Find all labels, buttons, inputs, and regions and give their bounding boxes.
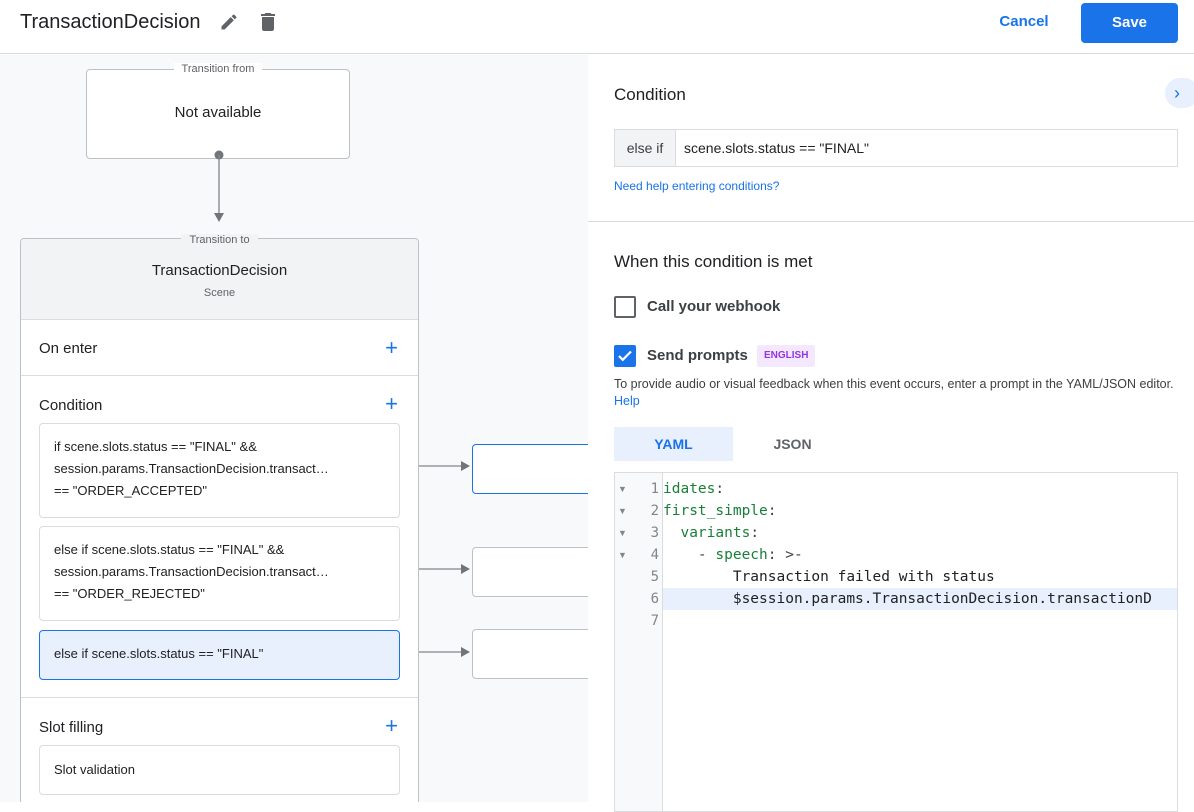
code-punct: : (767, 503, 777, 519)
transition-from-legend: Transition from (173, 63, 263, 75)
help-link[interactable]: Need help entering conditions? (614, 179, 780, 193)
code-key: first_simple (663, 503, 768, 519)
condition-card-selected[interactable]: else if scene.slots.status == "FINAL" (39, 630, 400, 680)
webhook-label: Call your webhook (647, 298, 781, 315)
edit-icon[interactable] (219, 12, 239, 32)
condition-panel: › Condition else if scene.slots.status =… (588, 55, 1194, 812)
webhook-checkbox[interactable] (614, 296, 636, 318)
condition-title: Condition (614, 85, 686, 104)
add-slot-icon[interactable]: + (385, 713, 398, 738)
code-key: variants (680, 525, 751, 541)
line-number: 5 (650, 569, 659, 585)
transition-from-value: Not available (174, 104, 262, 121)
transition-from-box: Transition from Not available (86, 63, 350, 159)
fold-arrow-icon[interactable]: ▼ (618, 528, 627, 538)
condition-text: session.params.TransactionDecision.trans… (54, 564, 329, 579)
add-on-enter-icon[interactable]: + (385, 335, 398, 360)
header: TransactionDecision Cancel Save (0, 0, 1194, 54)
line-number: 6 (650, 591, 659, 607)
condition-text: == "ORDER_ACCEPTED" (54, 483, 207, 498)
help-link-inline[interactable]: Help (614, 394, 640, 408)
delete-icon[interactable] (256, 10, 280, 34)
condition-section: Condition + if scene.slots.status == "FI… (21, 376, 418, 698)
code-punct: : (715, 481, 725, 497)
description: To provide audio or visual feedback when… (614, 376, 1174, 410)
line-number: 2 (650, 503, 659, 519)
transition-target-1[interactable] (472, 444, 588, 494)
condition-label: Condition (39, 397, 103, 414)
transition-target-2[interactable] (472, 547, 588, 597)
tab-yaml[interactable]: YAML (614, 427, 733, 461)
active-line-highlight (663, 588, 1177, 610)
flow-canvas: Transition from Not available Transition… (0, 55, 588, 802)
code-punct: : >- (767, 547, 803, 563)
condition-text: else if scene.slots.status == "FINAL" && (54, 542, 285, 557)
transition-target-3[interactable] (472, 629, 588, 679)
code-line: - speech: >- (663, 544, 803, 566)
when-met-title: When this condition is met (614, 252, 813, 271)
line-number: 7 (650, 613, 659, 629)
page-title: TransactionDecision (20, 11, 201, 33)
slot-filling-label: Slot filling (39, 719, 104, 736)
code-line: first_simple: (663, 500, 777, 522)
scene-header: Transition to TransactionDecision Scene (21, 234, 418, 320)
language-badge: ENGLISH (757, 345, 816, 367)
scene-name: TransactionDecision (151, 262, 288, 279)
tab-json[interactable]: JSON (773, 436, 812, 452)
code-indent (663, 525, 680, 541)
line-number: 3 (650, 525, 659, 541)
slot-validation-label: Slot validation (54, 762, 135, 777)
fold-arrow-icon[interactable]: ▼ (618, 484, 627, 494)
condition-text: else if scene.slots.status == "FINAL" (54, 646, 264, 661)
condition-text: session.params.TransactionDecision.trans… (54, 461, 329, 476)
code-punct: : (750, 525, 760, 541)
save-button[interactable]: Save (1081, 3, 1178, 43)
code-line: Transaction failed with status (663, 569, 995, 585)
check-icon (618, 350, 632, 362)
editor-gutter (615, 473, 663, 811)
cancel-button[interactable]: Cancel (999, 13, 1049, 30)
code-line: idates: (663, 478, 724, 500)
scene-box: Transition to TransactionDecision Scene … (20, 234, 419, 802)
send-prompts-checkbox[interactable] (614, 345, 636, 367)
send-prompts-label: Send prompts (647, 347, 748, 364)
code-key: idates (663, 481, 716, 497)
slot-validation-card[interactable]: Slot validation (39, 745, 400, 795)
condition-card[interactable]: if scene.slots.status == "FINAL" && sess… (39, 423, 400, 518)
on-enter-label: On enter (39, 340, 98, 357)
condition-card[interactable]: else if scene.slots.status == "FINAL" &&… (39, 526, 400, 621)
fold-arrow-icon[interactable]: ▼ (618, 550, 627, 560)
line-number: 1 (650, 481, 659, 497)
condition-input[interactable]: else if scene.slots.status == "FINAL" (614, 129, 1178, 167)
fold-arrow-icon[interactable]: ▼ (618, 506, 627, 516)
code-indent: - (663, 547, 716, 563)
transition-to-legend: Transition to (181, 234, 258, 246)
collapse-panel-chevron-icon[interactable]: › (1165, 78, 1194, 108)
condition-prefix: else if (615, 130, 676, 166)
code-line: variants: (663, 522, 759, 544)
code-line: $session.params.TransactionDecision.tran… (663, 591, 1152, 607)
scene-type: Scene (203, 287, 236, 299)
code-key: speech (715, 547, 768, 563)
divider (588, 221, 1194, 222)
condition-text: if scene.slots.status == "FINAL" && (54, 439, 257, 454)
line-number: 4 (650, 547, 659, 563)
condition-text: == "ORDER_REJECTED" (54, 586, 205, 601)
description-text: To provide audio or visual feedback when… (614, 377, 1174, 391)
on-enter-section[interactable]: On enter + (21, 320, 418, 376)
arrow-head (214, 213, 224, 222)
add-condition-icon[interactable]: + (385, 391, 398, 416)
slot-filling-section: Slot filling + Slot validation (21, 698, 418, 802)
condition-value[interactable]: scene.slots.status == "FINAL" (684, 140, 870, 156)
